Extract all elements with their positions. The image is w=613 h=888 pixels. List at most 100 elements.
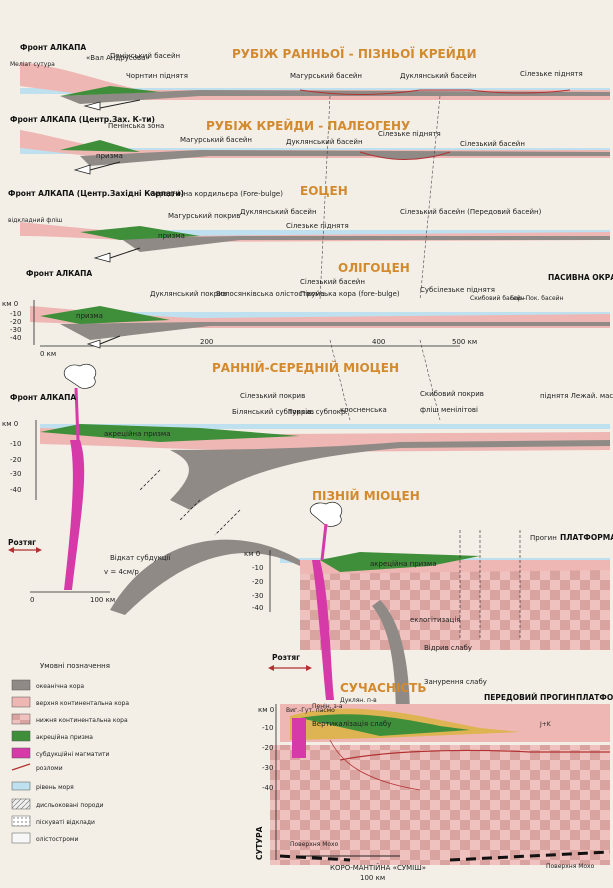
depth-10-7: -10 xyxy=(262,724,273,732)
depth-km0-5: км 0 xyxy=(2,420,18,428)
stage-title-early-middle-miocene: РАННІЙ-СЕРЕДНІЙ МІОЦЕН xyxy=(212,360,399,375)
legend-label-olistostrome: олістостроми xyxy=(36,836,78,843)
depth-10-5: -10 xyxy=(10,440,21,448)
label-silesian-pokryv: Сілезький покрив xyxy=(240,392,305,400)
depth-20-6: -20 xyxy=(252,578,263,586)
label-roztyag-1: Розтяг xyxy=(8,538,36,547)
depth-30-6: -30 xyxy=(252,592,263,600)
legend-swatch-sea xyxy=(12,782,30,790)
label-duklianskyi-basin-3: Дуклянський басейн xyxy=(240,208,317,216)
depth-20-7: -20 xyxy=(262,744,273,752)
panel-late-miocene xyxy=(8,502,610,720)
label-j-k: J+K xyxy=(539,721,552,728)
legend-swatch-olistostrome xyxy=(12,833,30,843)
legend-label-dislocated: дисльоковані породи xyxy=(36,802,104,809)
label-platforma-7: ПЛАТФОРМА xyxy=(576,693,613,702)
depth-km0-4: км 0 xyxy=(2,300,18,308)
depth-10-4: -10 xyxy=(10,310,21,318)
legend-swatch-sandy xyxy=(12,816,30,826)
label-magurskyi-basin-1: Магурський басейн xyxy=(290,72,362,80)
label-pryzma-2: призма xyxy=(96,152,123,160)
legend-swatch-dislocated xyxy=(12,799,30,809)
depth-30-7: -30 xyxy=(262,764,273,772)
depth-40-6: -40 xyxy=(252,604,263,612)
label-zanurennia-slabu: Занурення слабу xyxy=(424,678,487,686)
depth-km0-7: км 0 xyxy=(258,706,274,714)
legend-swatch-fault xyxy=(12,764,30,770)
label-peninska-zona: Пенінська зона xyxy=(108,122,164,130)
label-speed: v = 4см/р xyxy=(104,568,139,576)
stage-title-oligocene: ОЛІГОЦЕН xyxy=(338,261,410,275)
legend-swatch-oceanic xyxy=(12,680,30,690)
scale-200-4: 200 xyxy=(200,338,213,346)
label-alcapa-front-5: Фронт АЛКАПА xyxy=(10,393,76,402)
label-sutura: СУТУРА xyxy=(255,826,264,860)
label-akr-pryzma-6: акреційна призма xyxy=(370,560,436,568)
depth-km0-6: км 0 xyxy=(244,550,260,558)
depth-10-6: -10 xyxy=(252,564,263,572)
label-krosnenska: кросненська xyxy=(340,406,387,414)
label-vidkat-subduktsii: Відкат субдукції xyxy=(110,554,171,562)
label-flysh-menil: фліш менілітові xyxy=(420,406,478,414)
label-alcapa-front-1: Фронт АЛКАПА xyxy=(20,43,86,52)
depth-30-4: -30 xyxy=(10,326,21,334)
legend-swatch-accretion xyxy=(12,731,30,741)
scale-400-4: 400 xyxy=(372,338,385,346)
label-duklianskyi-basin-2: Дуклянський басейн xyxy=(286,138,363,146)
label-lezhai-uplift: піднятя Лежай. масиву (fore-bulge) xyxy=(540,392,613,400)
legend-label-upper-crust: верхня континентальна кора xyxy=(36,700,129,707)
label-silesian-uplift-1: Сілезьке піднятя xyxy=(520,70,583,78)
label-meliat-sutura: Меліат сутура xyxy=(10,61,55,68)
label-poverkhnia-moho-2: Поверхня Мохо xyxy=(546,863,595,870)
label-alcapa-front-4: Фронт АЛКАПА xyxy=(26,269,92,278)
label-passive-margin: ПАСИВНА ОКРАЇНА ЄВРАЗІЇ xyxy=(548,273,613,282)
legend-title: Умовні позначення xyxy=(40,662,110,670)
label-akretsiina-pryzma-5: акреційна призма xyxy=(104,430,170,438)
label-duklianskyi-basin-1: Дуклянський басейн xyxy=(400,72,477,80)
panel-oligocene xyxy=(30,300,610,348)
legend-swatch-magmatite xyxy=(12,748,30,758)
stage-title-present: СУЧАСНІСТЬ xyxy=(340,681,427,695)
legend-swatch-lower-crust xyxy=(12,714,30,724)
label-vertykal-slabu: Вертикалізація слабу xyxy=(312,720,391,728)
label-magurskyi-pokryv-3: Магурський покрив xyxy=(168,212,240,220)
label-bor-pok-basin-4: Бор.-Пок. басейн xyxy=(510,295,564,302)
scale-0km-4: 0 км xyxy=(40,350,56,358)
depth-40-5: -40 xyxy=(10,486,21,494)
label-pryzma-3: призма xyxy=(158,232,185,240)
label-silesian-basin-4: Сілезький басейн xyxy=(300,278,365,286)
label-magurskyi-basin-2: Магурський басейн xyxy=(180,136,252,144)
legend-label-accretion: акреційна призма xyxy=(36,734,93,741)
label-pryzma-4: призма xyxy=(76,312,103,320)
stage-title-eocene: ЕОЦЕН xyxy=(300,184,348,198)
label-silesian-uplift-2: Сілезьке піднятя xyxy=(378,130,441,138)
label-subsilesian-uplift-4: Субсілезьке піднятя xyxy=(420,286,495,294)
legend-label-lower-crust: нижня континентальна кора xyxy=(36,717,128,724)
label-platforma-6: ПЛАТФОРМА xyxy=(560,533,613,542)
label-silesian-basin-2: Сілезький басейн xyxy=(460,140,525,148)
label-skybovyi-basin-3: Сілезький басейн (Передовий басейн) xyxy=(400,208,542,216)
label-pieniny: Пенін. з-а xyxy=(312,703,343,710)
legend-label-sandy: піскуваті відклади xyxy=(36,819,95,826)
label-koro-mantiina: КОРО-МАНТІЙНА «СУМІШ» xyxy=(330,863,426,872)
depth-40-7: -40 xyxy=(262,784,273,792)
legend-label-oceanic: океанічна кора xyxy=(36,683,84,690)
depth-30-5: -30 xyxy=(10,470,21,478)
label-chornytyn-uplift: Чорнтин піднятя xyxy=(126,72,188,80)
label-peninskyi-basin-1: Пенінський басейн xyxy=(110,52,180,60)
depth-20-4: -20 xyxy=(10,318,21,326)
stage-title-early-late-cretaceous: РУБІЖ РАННЬОЇ - ПІЗНЬОЇ КРЕЙДИ xyxy=(232,46,476,61)
label-duklian: Дуклян. п-в xyxy=(340,697,377,704)
label-roztyag-2: Розтяг xyxy=(272,653,300,662)
stage-title-late-miocene: ПІЗНІЙ МІОЦЕН xyxy=(312,488,420,503)
legend-label-sea: рівень моря xyxy=(36,784,74,791)
label-eklogit: еклогітизація xyxy=(410,616,460,624)
label-poverkhnia-moho-1: Поверхня Мохо xyxy=(290,841,339,848)
label-progyn-6: Прогин xyxy=(530,534,557,542)
depth-40-4: -40 xyxy=(10,334,21,342)
label-vidkladnyi-flysh: відкладний фліш xyxy=(8,217,62,224)
label-silesian-uplift-3: Сілезьке піднятя xyxy=(286,222,349,230)
legend xyxy=(12,680,30,843)
